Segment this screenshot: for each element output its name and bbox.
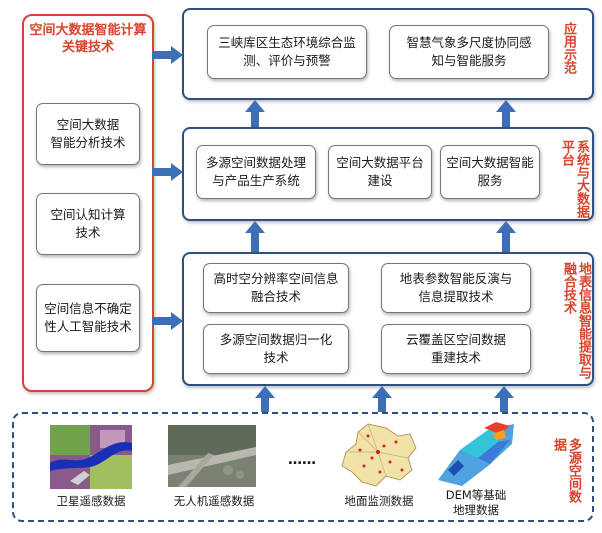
dem-terrain-icon [438, 422, 514, 486]
satellite-image-icon [50, 425, 132, 489]
platform-box-service: 空间大数据智能服务 [440, 145, 540, 199]
platform-box-processing: 多源空间数据处理与产品生产系统 [196, 145, 316, 199]
drone-image-icon [168, 425, 256, 487]
arrow-up-platform-left [245, 221, 265, 253]
arrow-right-app [152, 46, 183, 64]
label-fusion: 地表信息智能提取与融合技术 [561, 262, 591, 379]
arrow-right-fusion [152, 312, 183, 330]
tech-box-analysis: 空间大数据智能分析技术 [36, 103, 140, 165]
label-sources: 多源空间数据 [551, 438, 581, 503]
app-box-smart-weather: 智慧气象多尺度协同感知与智能服务 [389, 25, 549, 79]
tech-box-cognition: 空间认知计算技术 [36, 193, 140, 255]
label-application: 应用示范 [561, 22, 576, 74]
key-tech-title: 空间大数据智能计算 关键技术 [29, 23, 147, 55]
caption-monitoring: 地面监测数据 [344, 494, 414, 508]
tech-box-uncertainty-ai: 空间信息不确定性人工智能技术 [36, 284, 140, 352]
arrow-up-source-1 [255, 386, 275, 414]
caption-drone: 无人机遥感数据 [173, 494, 255, 508]
caption-dem: DEM等基础 地理数据 [445, 488, 507, 517]
monitoring-map-icon [341, 423, 417, 487]
arrow-up-platform-right [496, 221, 516, 253]
platform-box-bigdata: 空间大数据平台建设 [328, 145, 432, 199]
app-box-three-gorges: 三峡库区生态环境综合监测、评价与预警 [207, 25, 367, 79]
fusion-box-cloud-reconstruction: 云覆盖区空间数据重建技术 [381, 324, 531, 374]
arrow-up-app-right [496, 100, 516, 128]
label-platform: 系统与大数据平台 [559, 140, 589, 218]
arrow-up-source-2 [372, 386, 392, 414]
arrow-right-platform [152, 163, 183, 181]
fusion-box-spatiotemporal: 高时空分辨率空间信息融合技术 [203, 263, 349, 313]
caption-satellite: 卫星遥感数据 [56, 494, 126, 508]
ellipsis: …… [288, 452, 316, 468]
arrow-up-source-3 [494, 386, 514, 414]
arrow-up-app-left [245, 100, 265, 128]
fusion-box-normalization: 多源空间数据归一化技术 [203, 324, 349, 374]
fusion-box-inversion: 地表参数智能反演与信息提取技术 [381, 263, 531, 313]
